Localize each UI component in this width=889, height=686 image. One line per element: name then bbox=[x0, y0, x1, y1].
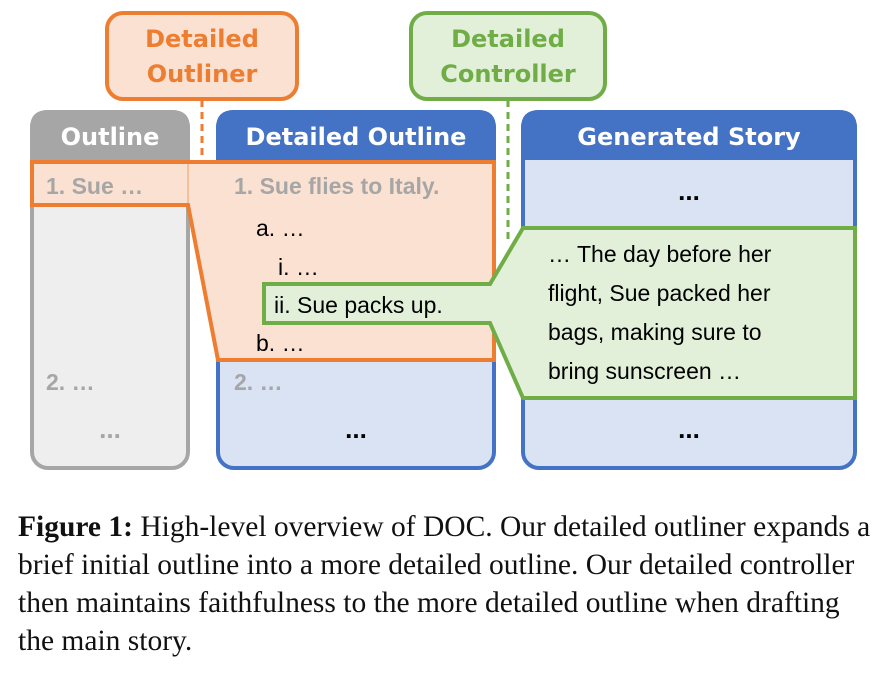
detailed-sub-ii: ii. Sue packs up. bbox=[274, 292, 443, 318]
outliner-label-rect bbox=[105, 11, 299, 101]
outline-ellipsis: ... bbox=[99, 414, 121, 444]
controller-label-rect bbox=[409, 11, 607, 101]
outliner-label-line-2: Outliner bbox=[147, 60, 258, 88]
generated-story-column-header bbox=[521, 110, 857, 160]
controller-callout-shape bbox=[262, 226, 857, 400]
caption-label: Figure 1: bbox=[18, 511, 133, 543]
story-top-ellipsis: ... bbox=[678, 176, 700, 206]
story-line-4: bring sunscreen … bbox=[548, 358, 741, 384]
detailed-outliner-label-box: Detailed Outliner bbox=[105, 11, 299, 101]
doc-overview-diagram: Outline Detailed Outline Generated Story… bbox=[30, 11, 857, 470]
detailed-sub-a: a. … bbox=[256, 215, 305, 241]
detailed-item-1: 1. Sue flies to Italy. bbox=[234, 173, 439, 199]
detailed-item-2: 2. … bbox=[234, 369, 283, 395]
detailed-controller-callout bbox=[262, 226, 857, 400]
figure-caption: Figure 1: High-level overview of DOC. Ou… bbox=[18, 508, 878, 660]
detailed-sub-i: i. … bbox=[278, 254, 319, 280]
caption-text: High-level overview of DOC. Our detailed… bbox=[18, 511, 871, 657]
generated-story-header-label: Generated Story bbox=[577, 123, 801, 151]
story-line-2: flight, Sue packed her bbox=[548, 280, 771, 306]
outline-item-2: 2. … bbox=[46, 369, 95, 395]
detailed-outline-column-header bbox=[216, 110, 496, 160]
controller-label-line-2: Controller bbox=[440, 60, 576, 88]
detailed-controller-label-box: Detailed Controller bbox=[409, 11, 607, 101]
detailed-sub-b: b. … bbox=[256, 330, 305, 356]
detailed-ellipsis: ... bbox=[345, 414, 367, 444]
outline-header-label: Outline bbox=[61, 123, 160, 151]
outline-column-header bbox=[30, 110, 190, 160]
controller-label-line-1: Detailed bbox=[451, 25, 565, 53]
detailed-outline-header-label: Detailed Outline bbox=[246, 123, 467, 151]
outliner-label-line-1: Detailed bbox=[145, 25, 259, 53]
story-bottom-ellipsis: ... bbox=[678, 414, 700, 444]
story-line-3: bags, making sure to bbox=[548, 319, 762, 345]
outline-item-1: 1. Sue … bbox=[46, 173, 143, 199]
story-line-1: … The day before her bbox=[548, 241, 772, 267]
